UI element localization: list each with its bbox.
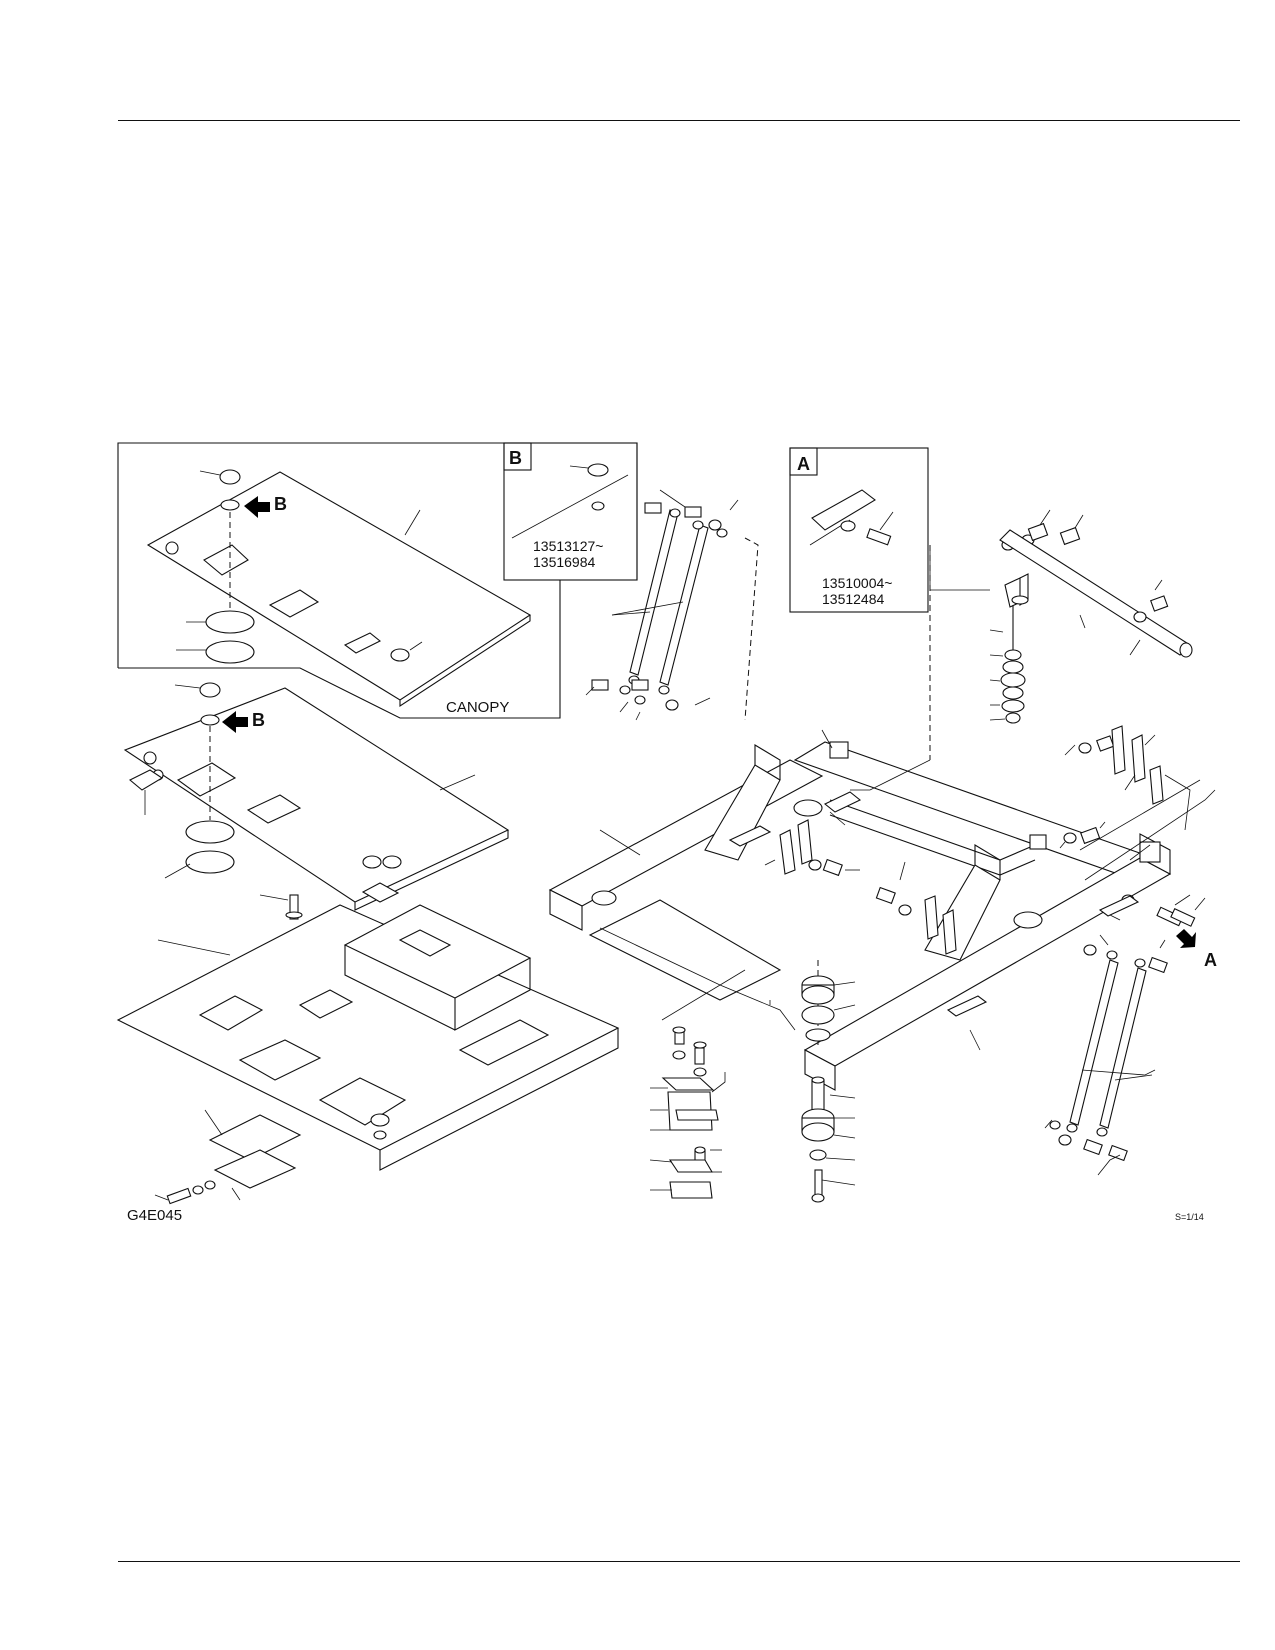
floor-plate-assembly: B: [116, 682, 620, 1205]
inset-b-serial-to: 13516984: [533, 554, 596, 570]
canopy-label: CANOPY: [446, 699, 509, 716]
view-b-label-lower: B: [252, 710, 265, 730]
figure-code: G4E045: [127, 1207, 182, 1224]
scale-note: S=1/14: [1175, 1212, 1204, 1222]
inset-b-letter: B: [509, 448, 522, 468]
view-a-arrow: [1176, 929, 1196, 948]
inset-a-box: A 13510004~ 13512484: [789, 447, 929, 613]
view-b-arrow-upper: [244, 496, 270, 518]
header-rule: [118, 120, 1240, 121]
gas-strut-left-upper: [585, 489, 759, 721]
inset-a-serial-to: 13512484: [822, 591, 885, 607]
view-b-arrow-lower: [222, 711, 248, 733]
view-b-label-upper: B: [274, 494, 287, 514]
main-frame-assembly: A: [548, 489, 1217, 1203]
gas-strut-right-lower: [1044, 934, 1168, 1176]
inset-a-serial-from: 13510004~: [822, 575, 892, 591]
inset-b-serial-from: 13513127~: [533, 538, 603, 554]
canopy-detail-frame: CANOPY B: [117, 442, 638, 719]
footer-rule: [118, 1561, 1240, 1562]
inset-b-box: B 13513127~ 13516984: [503, 442, 638, 581]
view-a-label: A: [1204, 950, 1217, 970]
inset-a-letter: A: [797, 454, 810, 474]
